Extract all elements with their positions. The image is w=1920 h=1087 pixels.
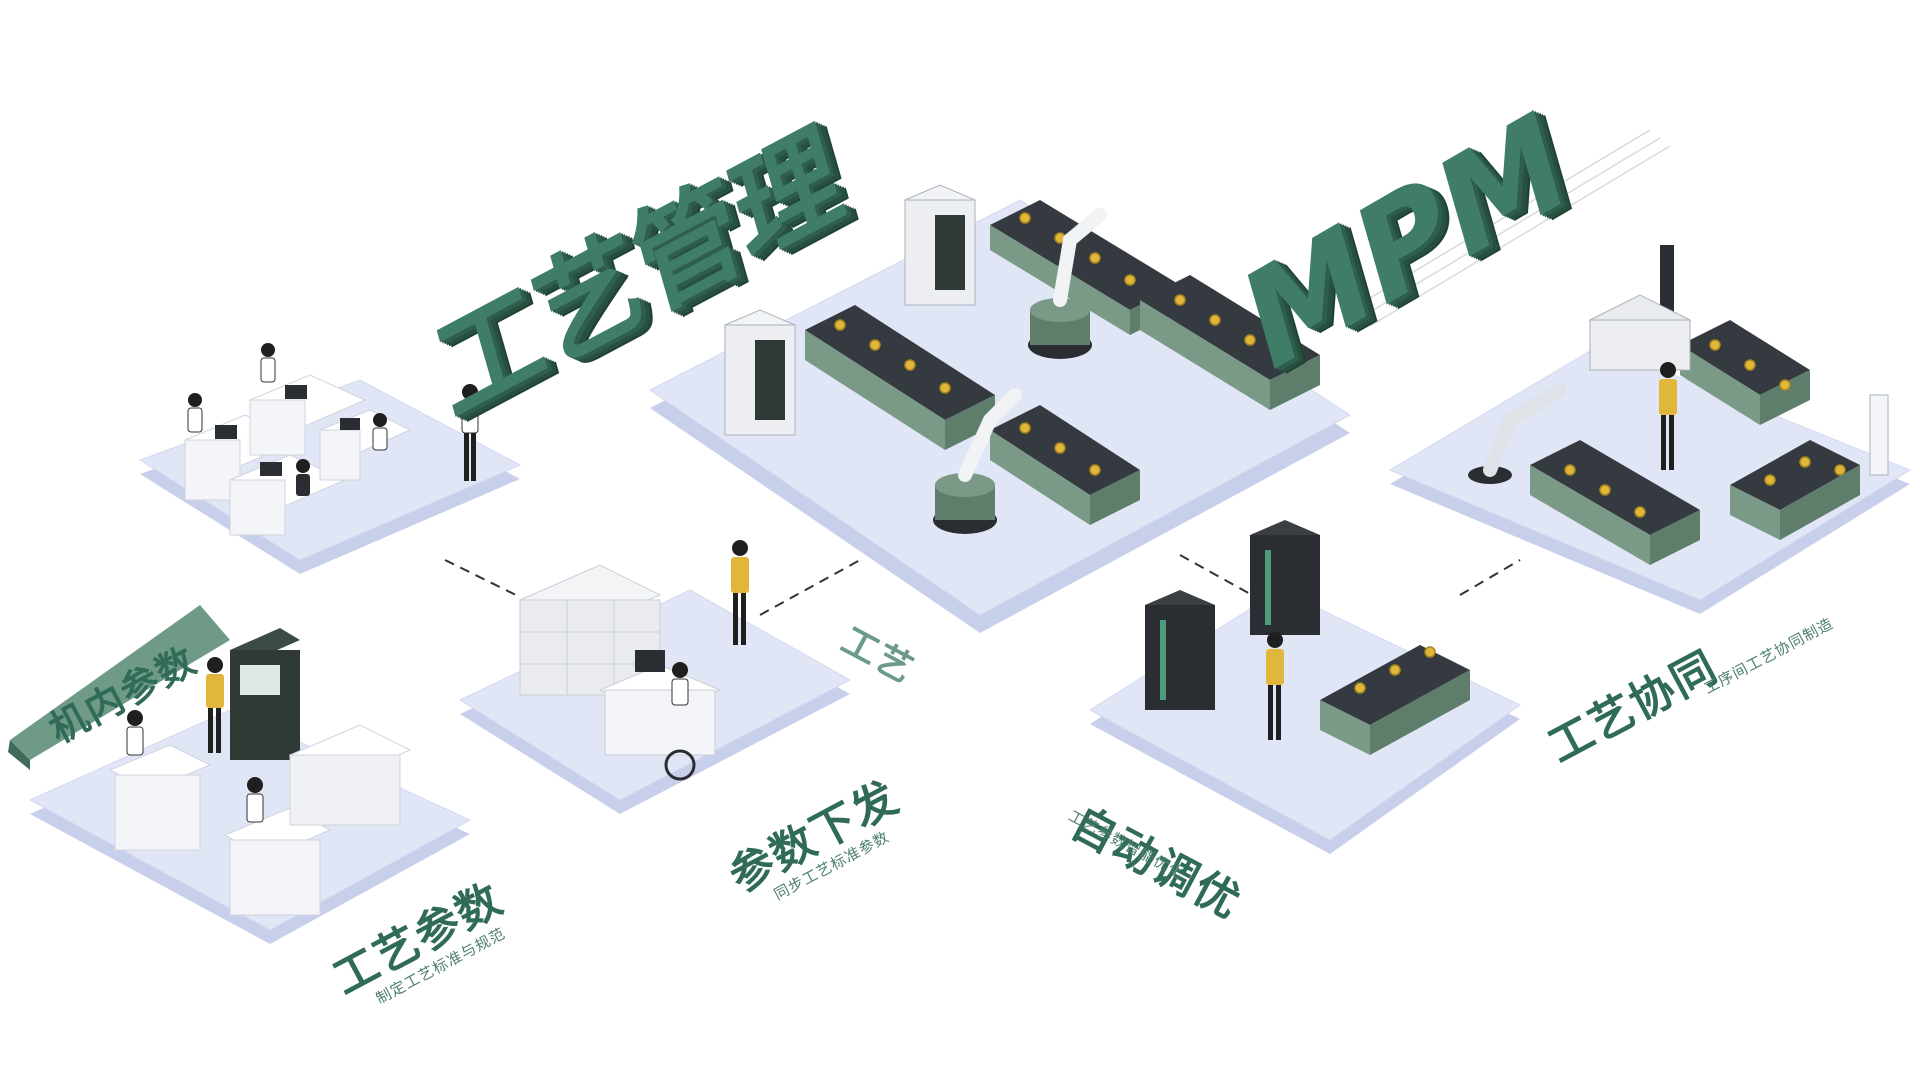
connector-office-dispatch — [444, 559, 521, 598]
robot-arms — [933, 208, 1107, 534]
office-desks — [183, 374, 412, 536]
auto-tuning-content — [1145, 520, 1470, 755]
connector-tuning-collab — [1459, 559, 1521, 596]
center-content — [723, 184, 1320, 534]
gears — [834, 212, 1291, 476]
param-dispatch-content — [518, 540, 749, 781]
craft-collab-content — [1468, 245, 1889, 565]
craft-params-content — [108, 628, 412, 916]
machine-params-ribbon — [8, 605, 230, 770]
decor-lines — [1349, 129, 1671, 327]
connector-dispatch-center — [759, 559, 861, 616]
office-people — [187, 343, 479, 496]
